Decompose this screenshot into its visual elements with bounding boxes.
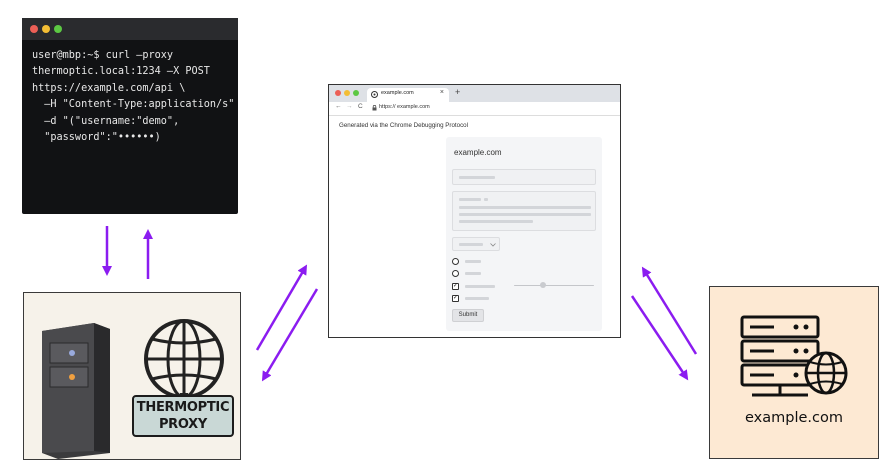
checkbox-label-bar	[465, 297, 489, 300]
close-dot-icon[interactable]	[335, 90, 341, 96]
address-bar: ← → C https:// example.com	[329, 102, 620, 116]
placeholder-bar	[459, 213, 591, 216]
terminal-line: –H "Content-Type:application/s"	[32, 99, 235, 111]
radio-button[interactable]	[452, 258, 459, 265]
slider-track[interactable]	[514, 285, 594, 286]
text-input[interactable]	[452, 169, 596, 185]
chevron-down-icon	[490, 243, 496, 247]
proxy-label-line: PROXY	[158, 417, 208, 432]
minimize-dot-icon[interactable]	[344, 90, 350, 96]
terminal-title-bar	[22, 18, 238, 40]
textarea-input[interactable]	[452, 191, 596, 231]
globe-icon	[804, 351, 848, 395]
tab-close-button[interactable]: ×	[439, 89, 444, 96]
placeholder-bar	[459, 220, 533, 223]
proxy-panel: THERMOPTIC PROXY	[23, 292, 241, 460]
terminal-line: https://example.com/api \	[32, 82, 186, 94]
terminal-command: user@mbp:~$ curl –proxy thermoptic.local…	[32, 48, 234, 146]
page-caption: Generated via the Chrome Debugging Proto…	[339, 122, 468, 129]
browser-tab[interactable]: example.com ×	[367, 88, 449, 102]
proxy-label-badge: THERMOPTIC PROXY	[132, 395, 234, 437]
forward-button[interactable]: →	[346, 103, 353, 110]
terminal-window: user@mbp:~$ curl –proxy thermoptic.local…	[22, 18, 238, 214]
arrow-server-to-browser	[641, 266, 698, 355]
terminal-line: user@mbp:~$ curl –proxy	[32, 50, 174, 61]
server-tower-icon	[42, 323, 110, 459]
checkbox-label-bar	[465, 285, 495, 288]
maximize-dot-icon	[54, 25, 62, 33]
placeholder-bar	[459, 243, 483, 246]
new-tab-button[interactable]: +	[455, 87, 461, 97]
arrow-browser-to-server	[630, 295, 689, 381]
slider-thumb[interactable]	[540, 282, 546, 288]
form-card: example.com ✓ ✓ Submit	[446, 137, 602, 331]
radio-button[interactable]	[452, 270, 459, 277]
terminal-line: thermoptic.local:1234 –X POST	[32, 66, 210, 78]
placeholder-bar	[459, 198, 481, 201]
browser-window: example.com × + ← → C https:// example.c…	[328, 84, 621, 338]
lock-icon	[372, 105, 377, 111]
select-dropdown[interactable]	[452, 237, 500, 251]
checkbox-checked[interactable]: ✓	[452, 295, 459, 302]
checkbox-checked[interactable]: ✓	[452, 283, 459, 290]
back-button[interactable]: ←	[335, 103, 342, 110]
proxy-label-line: THERMOPTIC	[136, 400, 230, 415]
radio-label-bar	[465, 272, 481, 275]
submit-button[interactable]: Submit	[452, 309, 484, 322]
radio-label-bar	[465, 260, 481, 263]
globe-icon	[144, 319, 224, 399]
reload-button[interactable]: C	[358, 103, 363, 110]
card-title: example.com	[454, 148, 502, 157]
terminal-line: "password":"••••••)	[32, 132, 161, 144]
placeholder-bar	[459, 176, 495, 179]
placeholder-bar	[484, 198, 488, 201]
maximize-dot-icon[interactable]	[353, 90, 359, 96]
close-dot-icon	[30, 25, 38, 33]
url-field[interactable]: https:// example.com	[379, 104, 430, 110]
placeholder-bar	[459, 206, 591, 209]
favicon-icon	[371, 91, 378, 98]
browser-tab-bar: example.com × +	[329, 85, 620, 102]
arrow-proxy-to-browser	[255, 264, 308, 351]
tab-title: example.com	[381, 90, 414, 96]
arrow-browser-to-proxy	[261, 288, 319, 382]
server-label: example.com	[745, 410, 843, 426]
terminal-line: –d "("username:"demo",	[32, 115, 180, 127]
minimize-dot-icon	[42, 25, 50, 33]
server-panel: example.com	[709, 286, 879, 459]
